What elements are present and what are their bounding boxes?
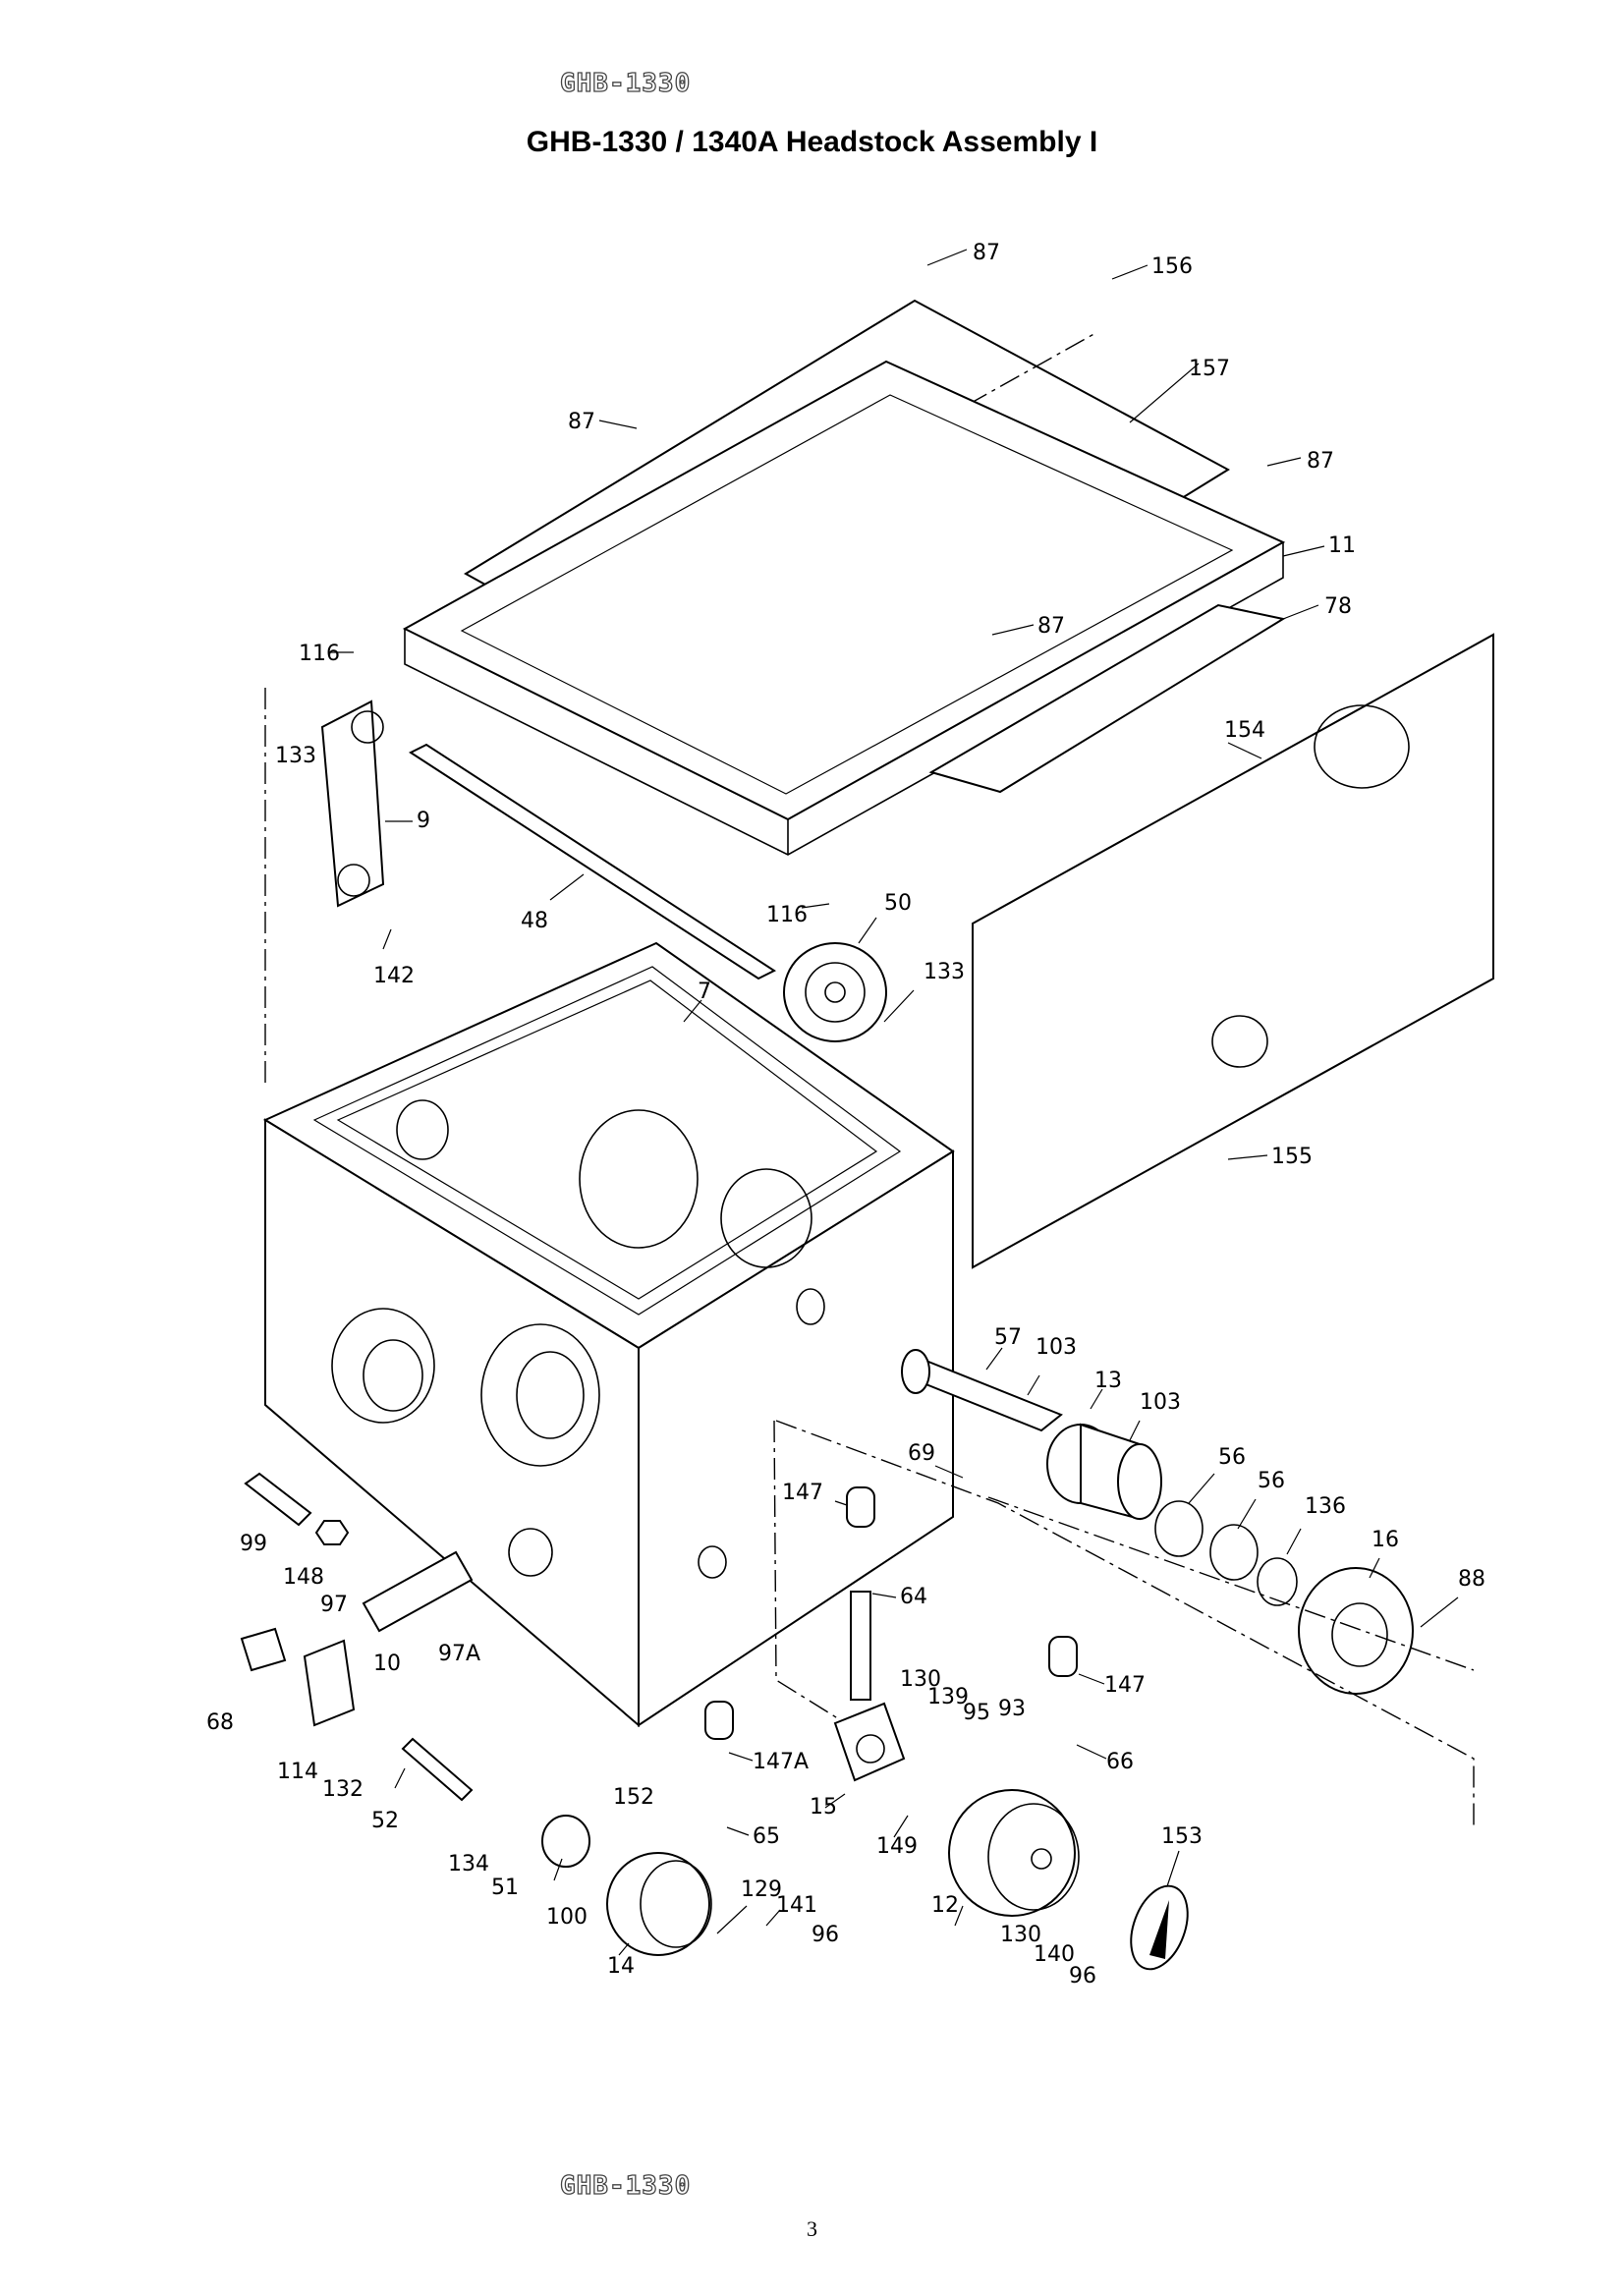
block [303, 1639, 356, 1727]
part-label: 157 [1189, 357, 1230, 381]
part-label: 152 [613, 1785, 654, 1810]
leader-lines [330, 249, 1459, 1956]
part-label: 50 [884, 891, 912, 916]
dial [606, 1852, 712, 1956]
part-label: 136 [1305, 1494, 1346, 1519]
part-label: 141 [776, 1893, 817, 1918]
sleeve [1046, 1423, 1162, 1521]
part-label: 78 [1324, 594, 1352, 619]
part-label: 130 [900, 1667, 941, 1692]
part-label: 97 [320, 1593, 348, 1617]
part-label: 155 [1271, 1145, 1313, 1169]
side-cover-plate [972, 633, 1494, 1269]
part-label: 57 [994, 1325, 1022, 1350]
part-label: 12 [931, 1893, 959, 1918]
part-label: 9 [417, 809, 430, 833]
part-label: 134 [448, 1852, 489, 1876]
part-label: 56 [1218, 1445, 1246, 1470]
shift-arm [320, 700, 385, 908]
pinion-shaft [901, 1349, 1063, 1432]
part-labels: 87 156 157 87 87 11 87 78 116 133 154 9 … [206, 241, 1485, 1988]
collar [1298, 1567, 1414, 1695]
part-label: 51 [491, 1876, 519, 1900]
part-label: 97A [438, 1642, 480, 1666]
shaft [401, 1737, 474, 1802]
part-label: 7 [698, 980, 711, 1004]
part-label: 142 [373, 964, 415, 988]
part-label: 14 [607, 1954, 635, 1979]
part-label: 96 [812, 1923, 839, 1947]
part-label: 116 [766, 903, 808, 927]
part-label: 93 [998, 1697, 1026, 1721]
part-label: 13 [1094, 1369, 1122, 1393]
ring [1154, 1500, 1204, 1557]
part-label: 56 [1258, 1469, 1285, 1493]
part-label: 11 [1328, 533, 1356, 558]
part-label: 69 [908, 1441, 935, 1466]
part-label: 66 [1106, 1750, 1134, 1774]
part-label: 87 [1307, 449, 1334, 474]
part-label: 87 [568, 410, 595, 434]
pointer-plate [1130, 1884, 1189, 1971]
part-label: 133 [275, 744, 316, 768]
part-label: 68 [206, 1710, 234, 1735]
header-model-tag: GHB-1330 [559, 68, 692, 98]
assembly-lines [264, 688, 1475, 1827]
nut [314, 1520, 350, 1545]
fork [833, 1702, 906, 1782]
part-label: 87 [1037, 614, 1065, 639]
selector-shaft [846, 1486, 875, 1701]
shaft [362, 1550, 474, 1633]
part-label: 64 [900, 1585, 927, 1609]
part-label: 100 [546, 1905, 588, 1930]
page-title: GHB-1330 / 1340A Headstock Assembly I [526, 126, 1098, 158]
part-label: 154 [1224, 718, 1265, 743]
part-label: 87 [973, 241, 1000, 265]
headstock-body [262, 941, 955, 1728]
part-label: 10 [373, 1652, 401, 1676]
part-label: 147 [782, 1481, 823, 1505]
footer-model-tag: GHB-1330 [559, 2170, 692, 2201]
part-label: 15 [810, 1795, 837, 1820]
part-label: 147 [1104, 1673, 1146, 1698]
part-label: 16 [1372, 1528, 1399, 1552]
part-label: 129 [741, 1877, 782, 1902]
part-label: 48 [521, 909, 548, 933]
knob [704, 1701, 734, 1740]
part-label: 103 [1036, 1335, 1077, 1360]
part-label: 103 [1140, 1390, 1181, 1415]
part-label: 140 [1034, 1942, 1075, 1967]
part-label: 96 [1069, 1964, 1096, 1988]
gasket-frame [402, 360, 1286, 856]
dial [948, 1789, 1080, 1917]
part-label: 52 [371, 1809, 399, 1833]
part-label: 139 [927, 1685, 969, 1709]
part-label: 156 [1151, 254, 1193, 279]
ring [1257, 1557, 1298, 1606]
part-label: 147A [753, 1750, 809, 1774]
part-label: 95 [963, 1701, 990, 1725]
hub [541, 1815, 590, 1868]
part-label: 148 [283, 1565, 324, 1590]
shaft [408, 743, 777, 980]
part-label: 114 [277, 1760, 318, 1784]
page-number: 3 [807, 2216, 817, 2241]
part-label: 153 [1161, 1824, 1203, 1849]
lever [240, 1627, 287, 1672]
part-label: 99 [240, 1532, 267, 1556]
part-label: 88 [1458, 1567, 1485, 1592]
part-label: 132 [322, 1777, 364, 1802]
part-label: 149 [876, 1834, 918, 1859]
part-label: 130 [1000, 1923, 1041, 1947]
part-label: 116 [299, 642, 340, 666]
part-label: 133 [924, 960, 965, 984]
part-label: 65 [753, 1824, 780, 1849]
gear [783, 942, 887, 1042]
knob [1048, 1636, 1078, 1677]
ring [1209, 1524, 1259, 1581]
bolt [244, 1472, 312, 1527]
